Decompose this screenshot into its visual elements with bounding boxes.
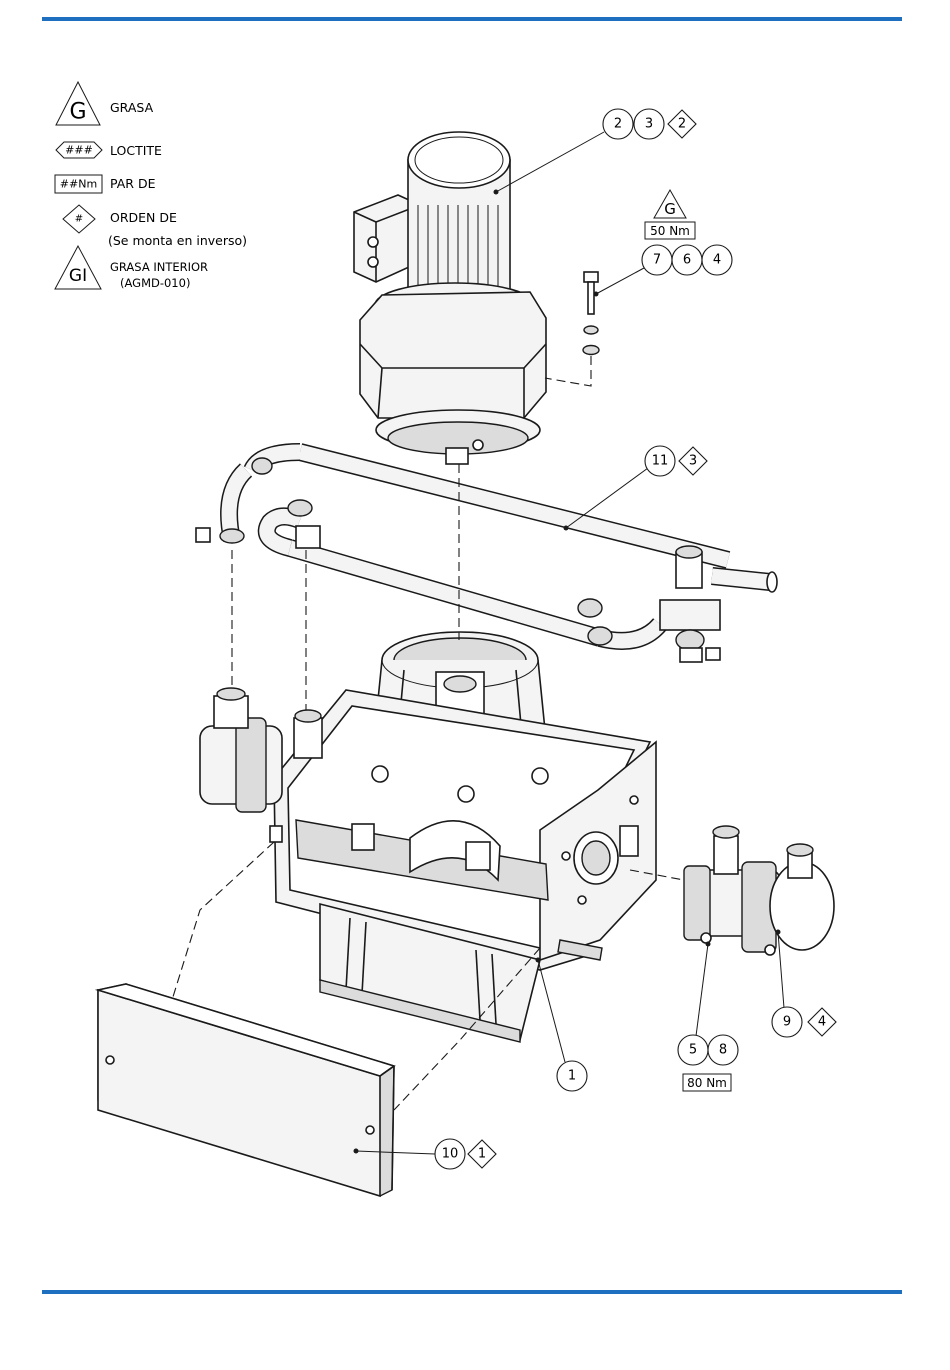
callout-fittings: 5 8 80 Nm <box>678 942 738 1092</box>
svg-text:GI: GI <box>69 266 87 286</box>
grease-triangle-icon: G <box>654 190 686 218</box>
legend-torque-label: PAR DE <box>110 176 156 191</box>
bolt-torque-value: 50 Nm <box>650 224 690 238</box>
bolt-part <box>583 272 599 355</box>
svg-text:3: 3 <box>645 117 653 132</box>
svg-text:#: # <box>75 214 83 225</box>
bolt-assembly-path <box>545 356 591 386</box>
svg-text:###: ### <box>65 144 93 157</box>
torque-box-icon: ##Nm <box>55 175 102 193</box>
svg-text:7: 7 <box>653 253 661 268</box>
svg-text:10: 10 <box>442 1147 459 1162</box>
callout-body: 1 <box>536 958 588 1092</box>
callout-bolt: G 50 Nm 7 6 4 <box>594 190 733 297</box>
right-valve-part <box>684 826 834 955</box>
svg-text:2: 2 <box>678 117 686 132</box>
grease-triangle-icon: G <box>56 82 100 125</box>
svg-text:6: 6 <box>683 253 691 268</box>
svg-text:9: 9 <box>783 1015 791 1030</box>
pipe-manifold-part <box>196 452 777 662</box>
legend-order-label: ORDEN DE <box>110 210 177 225</box>
svg-text:3: 3 <box>689 454 697 469</box>
svg-text:G: G <box>664 200 676 218</box>
loctite-hexagon-icon: ### <box>56 142 102 158</box>
legend-order-note: (Se monta en inverso) <box>108 233 247 248</box>
svg-text:4: 4 <box>713 253 721 268</box>
legend-inner-grease-label: GRASA INTERIOR <box>110 260 208 274</box>
motor-gearbox-part <box>354 132 546 464</box>
svg-text:##Nm: ##Nm <box>60 178 97 191</box>
svg-text:5: 5 <box>689 1043 697 1058</box>
inner-grease-triangle-icon: GI <box>55 246 101 289</box>
svg-text:G: G <box>69 100 86 125</box>
order-diamond-icon: # <box>63 205 95 233</box>
callout-motor: 2 3 2 <box>494 109 697 195</box>
legend-loctite-label: LOCTITE <box>110 143 162 158</box>
legend-inner-grease-code: (AGMD-010) <box>120 276 190 290</box>
svg-text:11: 11 <box>652 454 669 469</box>
svg-text:4: 4 <box>818 1015 826 1030</box>
svg-text:2: 2 <box>614 117 622 132</box>
central-housing-part <box>200 632 656 1042</box>
svg-text:1: 1 <box>568 1069 576 1084</box>
fittings-torque-value: 80 Nm <box>687 1076 727 1090</box>
cover-plate-part <box>98 984 394 1196</box>
legend-grease-label: GRASA <box>110 100 154 115</box>
svg-text:8: 8 <box>719 1043 727 1058</box>
legend: G GRASA ### LOCTITE ##Nm PAR DE # ORDEN … <box>55 82 247 290</box>
svg-text:1: 1 <box>478 1147 486 1162</box>
